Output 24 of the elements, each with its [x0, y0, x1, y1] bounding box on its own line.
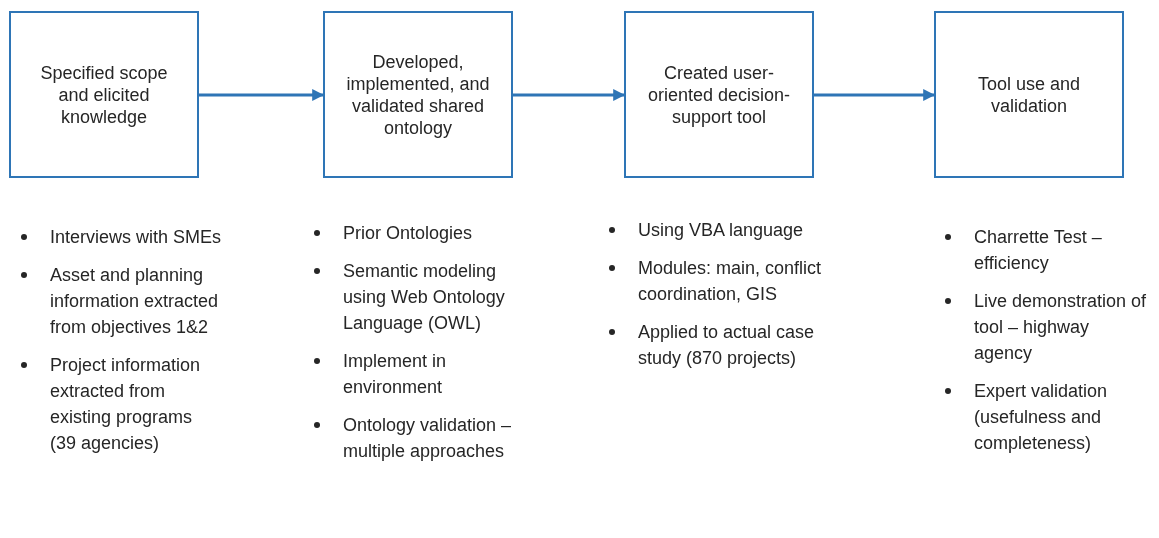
arrow [199, 89, 325, 101]
process-box [323, 11, 513, 178]
bullet-item: Ontology validation – multiple approaches [343, 415, 512, 461]
bullet-item: Implement in environment [343, 351, 447, 397]
bullet-item: Prior Ontologies [343, 223, 473, 243]
process-box [934, 11, 1124, 178]
bullet-item: Applied to actual case study (870 projects) [638, 322, 815, 368]
bullet-item: Charrette Test – efficiency [974, 227, 1102, 273]
box-label: Tool use and validation [976, 72, 1082, 117]
arrow [513, 89, 626, 101]
box-label: Developed, implemented, and validated shared ontology [345, 50, 491, 139]
bullet-item: Using VBA language [638, 220, 804, 240]
box-label: Created user-oriented decision-support tool [646, 61, 792, 128]
arrow [814, 89, 936, 101]
bullet-item: Asset and planning information extracted from objectives 1&2 [50, 265, 219, 337]
bullet-item: Semantic modeling using Web Ontology Language (OWL) [343, 261, 505, 333]
box-label: Specified scope and elicited knowledge [39, 61, 169, 128]
bullet-item: Expert validation (usefulness and completeness) [974, 381, 1108, 453]
bullet-item: Interviews with SMEs [50, 227, 222, 247]
bullet-item: Live demonstration of tool – highway agency [974, 291, 1147, 363]
process-box [9, 11, 199, 178]
bullet-item: Modules: main, conflict coordination, GIS [638, 258, 822, 304]
process-box [624, 11, 814, 178]
bullet-item: Project information extracted from existing programs (39 agencies) [50, 355, 201, 453]
